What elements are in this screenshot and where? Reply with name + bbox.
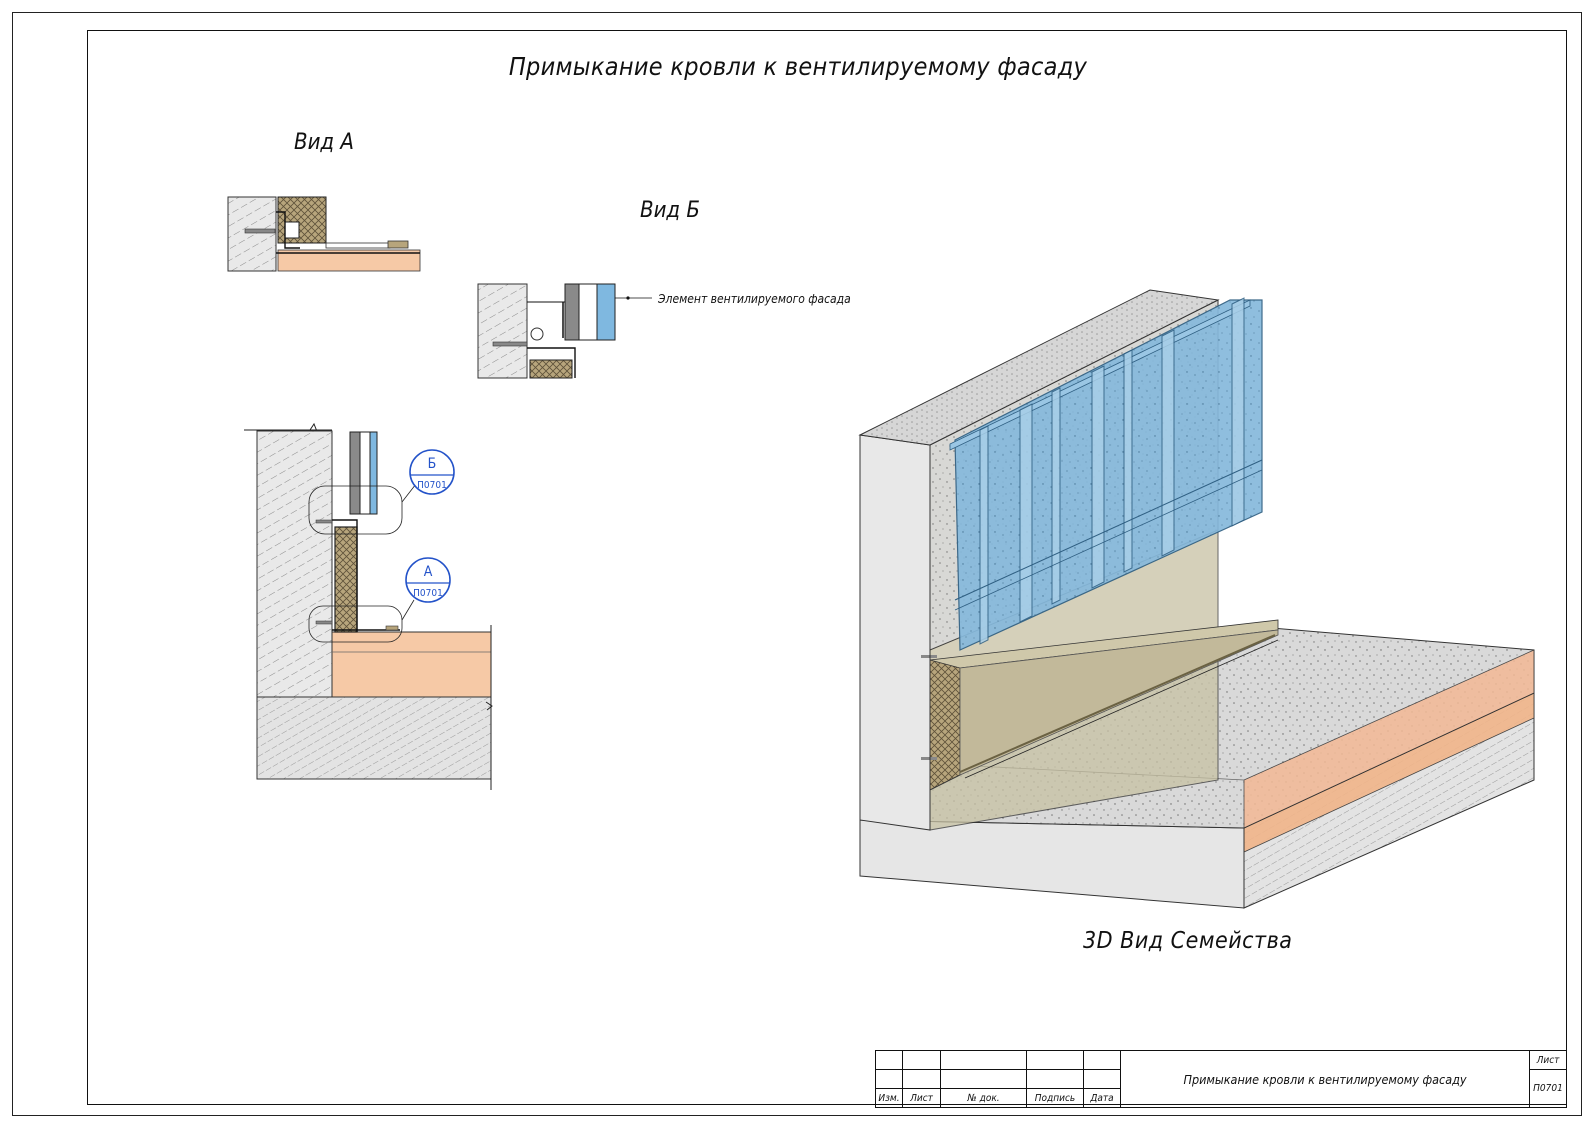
stamp-izm: Изм.: [875, 1088, 903, 1108]
stamp-doc-no: № док.: [940, 1088, 1027, 1108]
stamp-sheet-label: Лист: [1529, 1050, 1567, 1070]
stamp-title: Примыкание кровли к вентилируемому фасад…: [1120, 1050, 1530, 1108]
drawing-frame: [87, 30, 1567, 1105]
view-a-detail: [227, 196, 421, 272]
detail-marker-a[interactable]: А П0701: [405, 557, 451, 603]
marker-a-letter: А: [424, 564, 433, 580]
sheet-title: Примыкание кровли к вентилируемому фасад…: [508, 52, 1088, 81]
marker-a-sheet: П0701: [413, 588, 443, 599]
stamp-date: Дата: [1083, 1088, 1121, 1108]
view-b-detail: [477, 283, 652, 379]
view-a-label: Вид А: [294, 130, 354, 155]
stamp-signature: Подпись: [1026, 1088, 1084, 1108]
stamp-list: Лист: [902, 1088, 941, 1108]
detail-marker-b[interactable]: Б П0701: [409, 449, 455, 495]
marker-b-letter: Б: [428, 456, 437, 472]
view-b-label: Вид Б: [640, 198, 700, 223]
title-block: Примыкание кровли к вентилируемому фасад…: [875, 1050, 1567, 1108]
outer-border: [12, 12, 1582, 1116]
facade-element-callout: Элемент вентилируемого фасада: [658, 292, 851, 306]
stamp-sheet-number: П0701: [1529, 1069, 1567, 1108]
view-3d-model: [858, 289, 1535, 909]
marker-b-sheet: П0701: [417, 480, 447, 491]
view-3d-label: 3D Вид Семейства: [1083, 928, 1293, 954]
section-detail: Б П0701 А П0701: [244, 422, 493, 790]
